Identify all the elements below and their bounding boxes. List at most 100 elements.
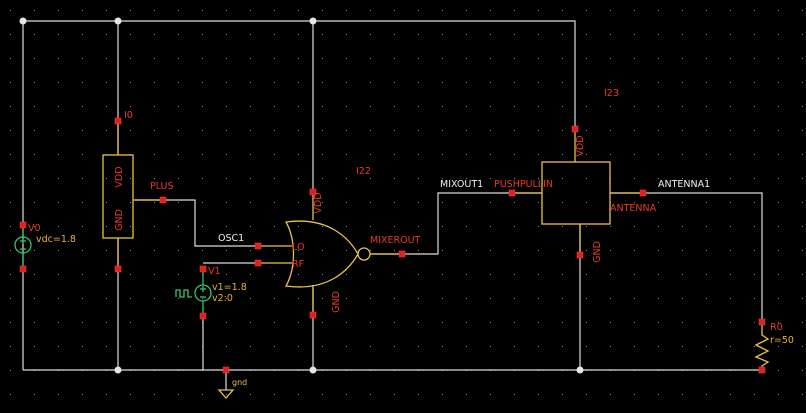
grid-dot [538,322,539,323]
grid-dot [58,154,59,155]
grid-dot [178,82,179,83]
grid-dot [226,154,227,155]
grid-dot [226,106,227,107]
component-v1[interactable]: V1 v1=1.8 v2:0 [175,265,247,320]
grid-dot [370,322,371,323]
grid-dot [250,274,251,275]
v1-minus-pin[interactable] [199,312,207,320]
grid-dot [58,322,59,323]
grid-dot [682,250,683,251]
component-i23[interactable]: I23 VDD GND PUSHPULLIN ANTENNA [494,88,657,263]
grid-dot [178,58,179,59]
component-r0[interactable]: R0 r=50 [754,318,794,374]
grid-dot [514,226,515,227]
v1-plus-pin[interactable] [199,265,207,273]
i22-gnd-pin[interactable] [309,311,317,319]
grid-dot [106,298,107,299]
i22-rf-pin[interactable] [254,259,262,267]
grid-dot [490,178,491,179]
i23-vdd-pin[interactable] [571,125,579,133]
grid-dot [58,178,59,179]
grid-dot [58,106,59,107]
junction-dot [576,366,584,374]
component-i0[interactable]: I0 VDD GND PLUS [102,110,174,273]
i22-lo-pin[interactable] [254,242,262,250]
ground-icon[interactable] [217,389,235,399]
v1-param2-label: v2:0 [212,293,233,304]
i22-vdd-pin[interactable] [309,188,317,196]
grid-dot [730,82,731,83]
grid-dot [706,82,707,83]
grid-dot [202,202,203,203]
grid-dot [82,106,83,107]
net-label-osc1: OSC1 [218,233,244,244]
grid-dot [610,226,611,227]
i22-rf-label: RF [292,259,304,270]
grid-dot [202,58,203,59]
grid-dot [34,202,35,203]
grid-dot [490,226,491,227]
grid-dot [442,346,443,347]
grid-dot [250,58,251,59]
grid-dot [10,322,11,323]
i0-plus-pin[interactable] [159,196,167,204]
grid-dot [394,34,395,35]
grid-dot [10,250,11,251]
grid-dot [682,154,683,155]
grid-dot [586,394,587,395]
component-v0[interactable]: V0 vdc=1.8 [14,221,76,273]
i0-vdd-pin[interactable] [114,117,122,125]
r0-top-pin[interactable] [758,318,766,326]
grid-dot [130,178,131,179]
component-i22[interactable]: I22 VDD GND LO RF MIXEROUT [254,166,421,319]
i23-vdd-label: VDD [575,135,586,156]
gnd-pin[interactable] [222,366,230,374]
grid-dot [778,178,779,179]
i22-body[interactable] [284,220,359,288]
i23-antenna-pin[interactable] [639,189,647,197]
grid-dot [178,322,179,323]
grid-dot [802,322,803,323]
grid-dot [466,202,467,203]
grid-dot [394,202,395,203]
grid-dot [466,106,467,107]
grid-dot [634,274,635,275]
grid-dot [802,370,803,371]
i22-mixerout-pin[interactable] [398,250,406,258]
grid-dot [610,106,611,107]
grid-dot [802,154,803,155]
r0-resistor-symbol[interactable] [754,325,770,370]
grid-dot [538,82,539,83]
i23-pushpullin-pin[interactable] [508,189,516,197]
v0-source-symbol[interactable] [14,236,32,254]
grid-dot [34,106,35,107]
grid-dot [730,226,731,227]
grid-dot [298,298,299,299]
grid-dot [538,154,539,155]
grid-dot [658,34,659,35]
i0-gnd-pin[interactable] [114,265,122,273]
grid-dot [490,106,491,107]
grid-dot [82,82,83,83]
grid-dot [778,106,779,107]
wire-top-rail[interactable] [23,20,576,126]
grid-dot [658,322,659,323]
grid-dot [634,250,635,251]
grid-dot [706,130,707,131]
v0-plus-pin[interactable] [19,221,27,229]
wire-antenna1[interactable] [610,192,763,322]
grid-dot [82,226,83,227]
grid-dot [130,226,131,227]
grid-dot [514,250,515,251]
grid-dot [562,178,563,179]
grid-dot [490,346,491,347]
v1-source-symbol[interactable] [194,284,212,302]
component-gnd[interactable]: gnd [217,366,247,399]
v0-minus-pin[interactable] [19,265,27,273]
grid-dot [514,82,515,83]
i23-body[interactable] [541,161,611,225]
r0-bottom-pin[interactable] [758,366,766,374]
i23-gnd-pin[interactable] [576,251,584,259]
grid-dot [58,202,59,203]
